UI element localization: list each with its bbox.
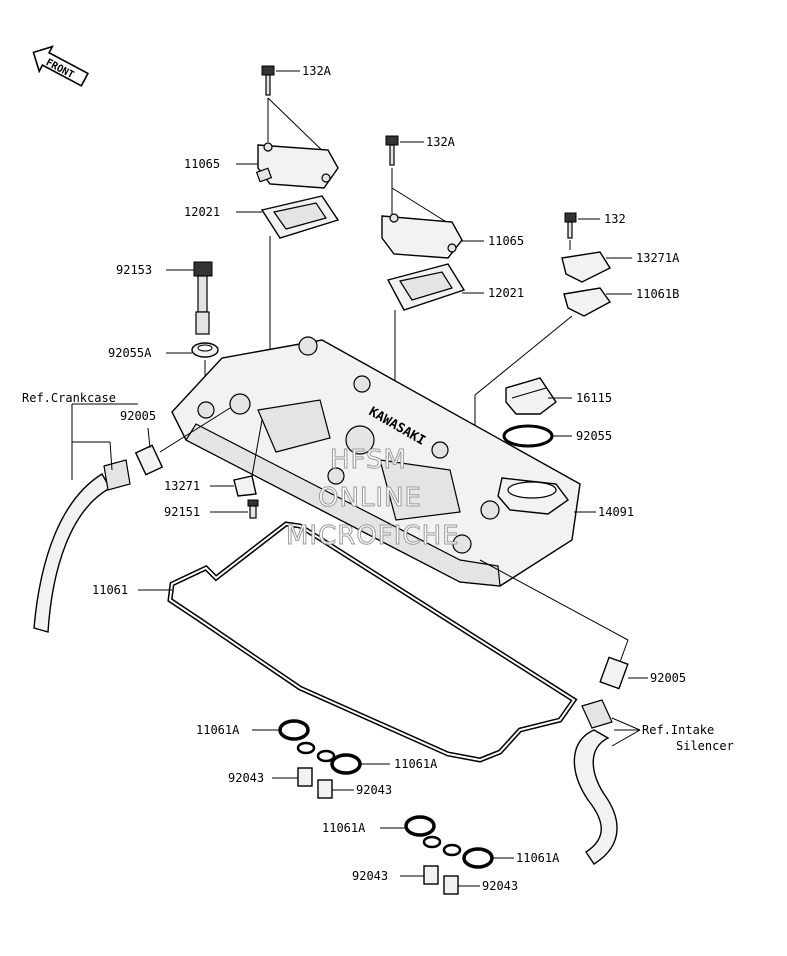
front-arrow-icon: FRONT bbox=[32, 45, 90, 87]
seal-ring-11061a-4 bbox=[462, 847, 494, 869]
callout-92153: 92153 bbox=[116, 263, 152, 277]
callout-12021-1: 12021 bbox=[184, 205, 220, 219]
head-cover-gasket-11061 bbox=[167, 521, 578, 763]
callout-132a-1: 132A bbox=[302, 64, 332, 78]
callout-11061a-3: 11061A bbox=[322, 821, 366, 835]
watermark: HFSM ONLINE MICROFICHE bbox=[286, 445, 460, 552]
bolt-132 bbox=[564, 212, 577, 239]
callout-92005-2: 92005 bbox=[650, 671, 686, 685]
callout-92043-3: 92043 bbox=[352, 869, 388, 883]
callout-11061a-2: 11061A bbox=[394, 757, 438, 771]
callout-132: 132 bbox=[604, 212, 626, 226]
bolt-132a-1 bbox=[261, 65, 275, 96]
watermark-line-3: MICROFICHE bbox=[286, 521, 460, 551]
gasket-11061b bbox=[563, 287, 612, 317]
washer-small-2 bbox=[316, 749, 336, 763]
seal-ring-11061a-2 bbox=[330, 753, 362, 775]
callout-silencer: Silencer bbox=[676, 739, 734, 753]
bolt-132a-2 bbox=[385, 135, 399, 166]
collar-92043-4 bbox=[443, 875, 459, 895]
cylinder-head-cover-14091: KAWASAKI bbox=[171, 336, 581, 587]
callout-11061: 11061 bbox=[92, 583, 128, 597]
callout-11061b: 11061B bbox=[636, 287, 679, 301]
callout-92043-1: 92043 bbox=[228, 771, 264, 785]
washer-92055a bbox=[191, 342, 219, 358]
callout-13271: 13271 bbox=[164, 479, 200, 493]
gasket-12021-1 bbox=[260, 195, 340, 239]
washer-small-4 bbox=[442, 843, 462, 857]
callout-12021-2: 12021 bbox=[488, 286, 524, 300]
callout-11061a-1: 11061A bbox=[196, 723, 240, 737]
callout-13271a: 13271A bbox=[636, 251, 680, 265]
callout-14091: 14091 bbox=[598, 505, 634, 519]
bracket-13271 bbox=[233, 475, 257, 497]
callout-92055a: 92055A bbox=[108, 346, 152, 360]
callout-11065-2: 11065 bbox=[488, 234, 524, 248]
breather-cover-11065-1 bbox=[255, 142, 339, 189]
cover-plate-13271a bbox=[561, 251, 612, 283]
gasket-12021-2 bbox=[386, 263, 466, 311]
callout-92043-4: 92043 bbox=[482, 879, 518, 893]
callout-16115: 16115 bbox=[576, 391, 612, 405]
callout-11061a-4: 11061A bbox=[516, 851, 560, 865]
washer-small-1 bbox=[296, 741, 316, 755]
seal-ring-11061a-1 bbox=[278, 719, 310, 741]
bolt-92153 bbox=[193, 261, 213, 335]
collar-92043-2 bbox=[317, 779, 333, 799]
seal-ring-11061a-3 bbox=[404, 815, 436, 837]
callout-92055: 92055 bbox=[576, 429, 612, 443]
oil-filler-cap-16115 bbox=[505, 377, 557, 415]
callout-92151: 92151 bbox=[164, 505, 200, 519]
callout-11065-1: 11065 bbox=[184, 157, 220, 171]
breather-hose-intake bbox=[573, 699, 618, 865]
callout-92043-2: 92043 bbox=[356, 783, 392, 797]
callout-ref-crankcase: Ref.Crankcase bbox=[22, 391, 116, 405]
callout-132a-2: 132A bbox=[426, 135, 456, 149]
watermark-line-2: ONLINE bbox=[318, 483, 422, 513]
collar-92043-3 bbox=[423, 865, 439, 885]
breather-hose-crankcase bbox=[33, 459, 131, 633]
bolt-92151 bbox=[247, 499, 259, 519]
hose-fitting-92005-2 bbox=[599, 656, 629, 690]
collar-92043-1 bbox=[297, 767, 313, 787]
callout-ref-intake: Ref.Intake bbox=[642, 723, 714, 737]
washer-small-3 bbox=[422, 835, 442, 849]
hose-fitting-92005-1 bbox=[134, 444, 164, 476]
o-ring-92055 bbox=[502, 424, 554, 448]
callout-92005-1: 92005 bbox=[120, 409, 156, 423]
watermark-line-1: HFSM bbox=[330, 445, 407, 475]
breather-cover-11065-2 bbox=[381, 213, 463, 259]
